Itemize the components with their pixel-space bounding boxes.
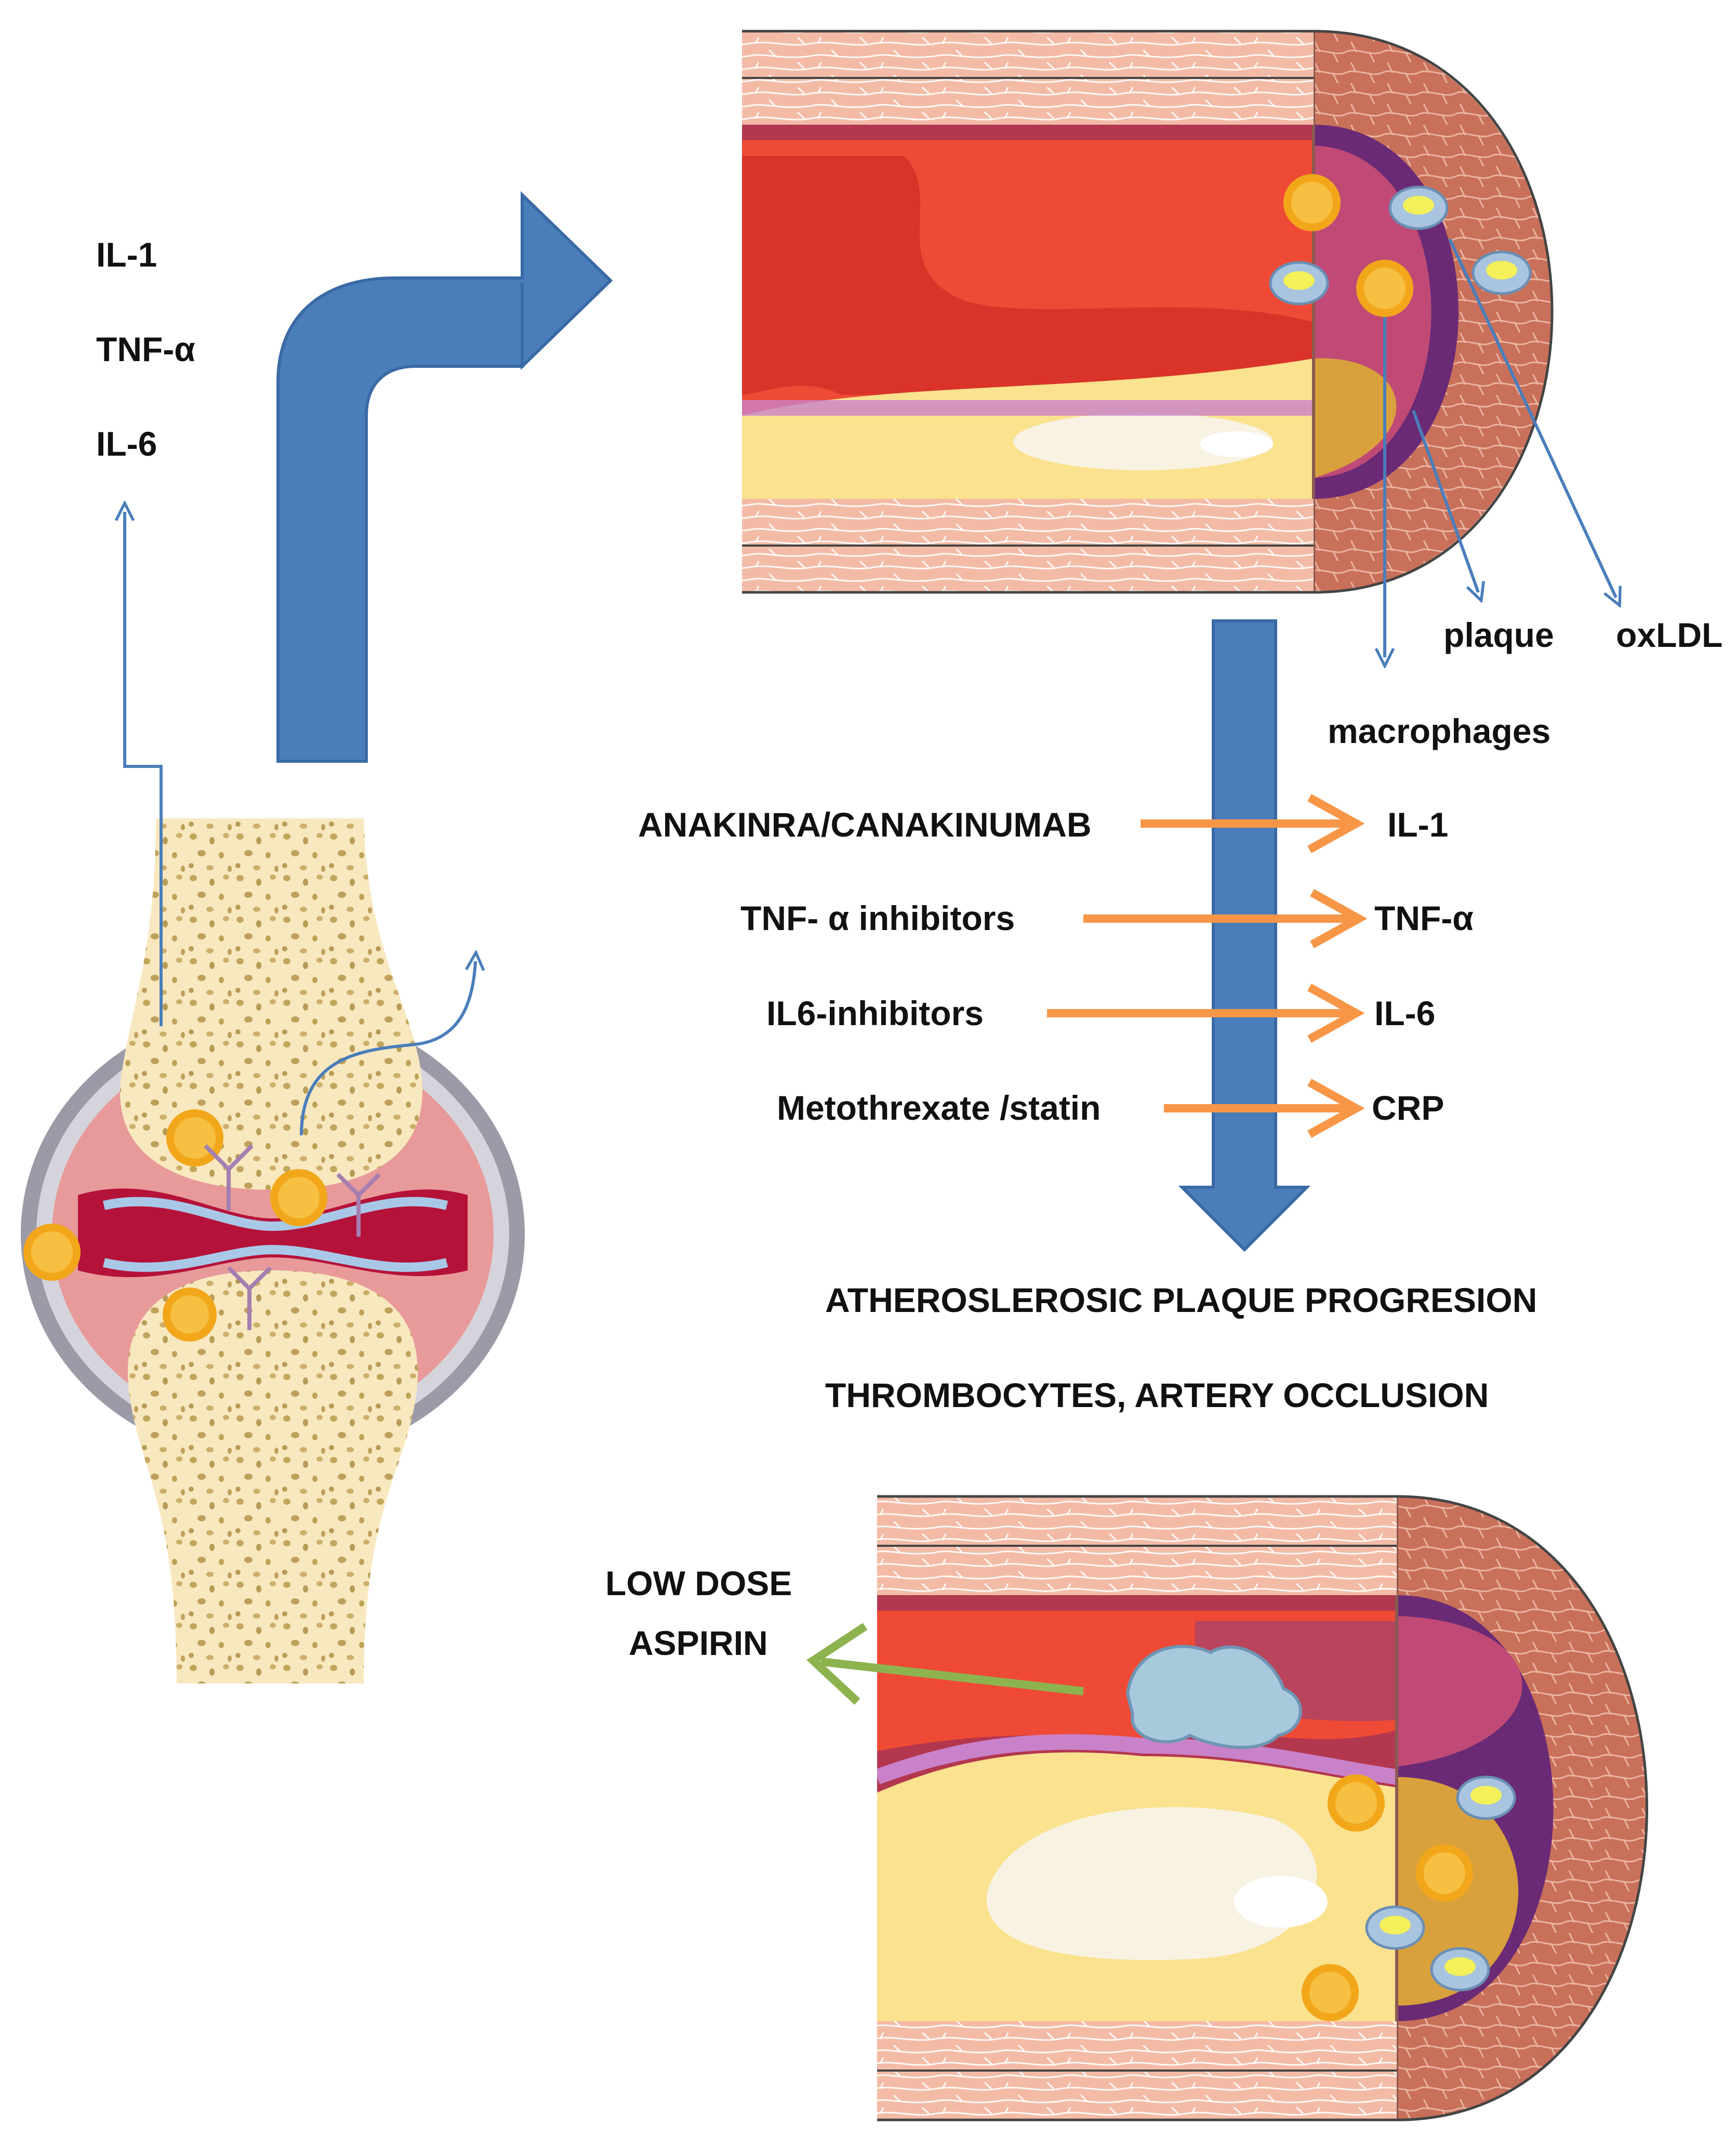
top-artery-macrophages [1283,174,1413,317]
outcome-line-1: ATHEROSLEROSIC PLAQUE PROGRESION [825,1281,1537,1319]
therapy-drug-0: ANAKINRA/CANAKINUMAB [638,805,1092,844]
therapy-drug-1: TNF- α inhibitors [740,899,1015,937]
big-down-arrow [1178,619,1311,1252]
therapy-target-3: CRP [1372,1089,1444,1127]
antibodies [204,1144,381,1330]
therapy-drug-2: IL6-inhibitors [766,994,984,1032]
cytokine-release-arrow [125,512,163,1026]
therapy-target-0: IL-1 [1387,805,1448,844]
oxldl-pointer [1448,238,1616,598]
outcome-line-2: THROMBOCYTES, ARTERY OCCLUSION [825,1376,1489,1414]
top-artery-oxldl [1269,185,1532,306]
therapy-target-2: IL-6 [1374,994,1435,1032]
joint-curved-arrow [300,961,475,1136]
bottom-artery-macrophages [1302,1774,1473,2021]
left-cytokine-0: IL-1 [96,235,157,274]
aspirin-line-2: ASPIRIN [629,1624,768,1662]
top-artery-lumen-dark [742,156,1314,395]
therapy-drug-3: Metothrexate /statin [777,1089,1101,1127]
macrophages-label: macrophages [1328,712,1551,750]
joint-illustration [21,818,525,1683]
left-cytokine-list: IL-1 TNF-α IL-6 [96,235,195,463]
thrombus [1125,1645,1302,1749]
oxldl-label: oxLDL [1616,616,1722,654]
aspirin-line-1: LOW DOSE [605,1564,792,1602]
left-cytokine-1: TNF-α [96,330,195,368]
plaque-label: plaque [1443,616,1554,654]
top-artery [742,30,1554,594]
joint-macrophages [23,1109,327,1342]
big-bent-arrow [276,191,613,763]
plaque-pointer [1412,409,1478,592]
left-cytokine-2: IL-6 [96,425,157,463]
bottom-artery [877,1495,1648,2121]
bottom-artery-oxldl [1365,1775,1516,1992]
therapy-list: ANAKINRA/CANAKINUMAB IL-1 TNF- α inhibit… [638,794,1474,1138]
therapy-target-1: TNF-α [1374,899,1474,937]
aspirin-arrow [820,1657,1084,1695]
